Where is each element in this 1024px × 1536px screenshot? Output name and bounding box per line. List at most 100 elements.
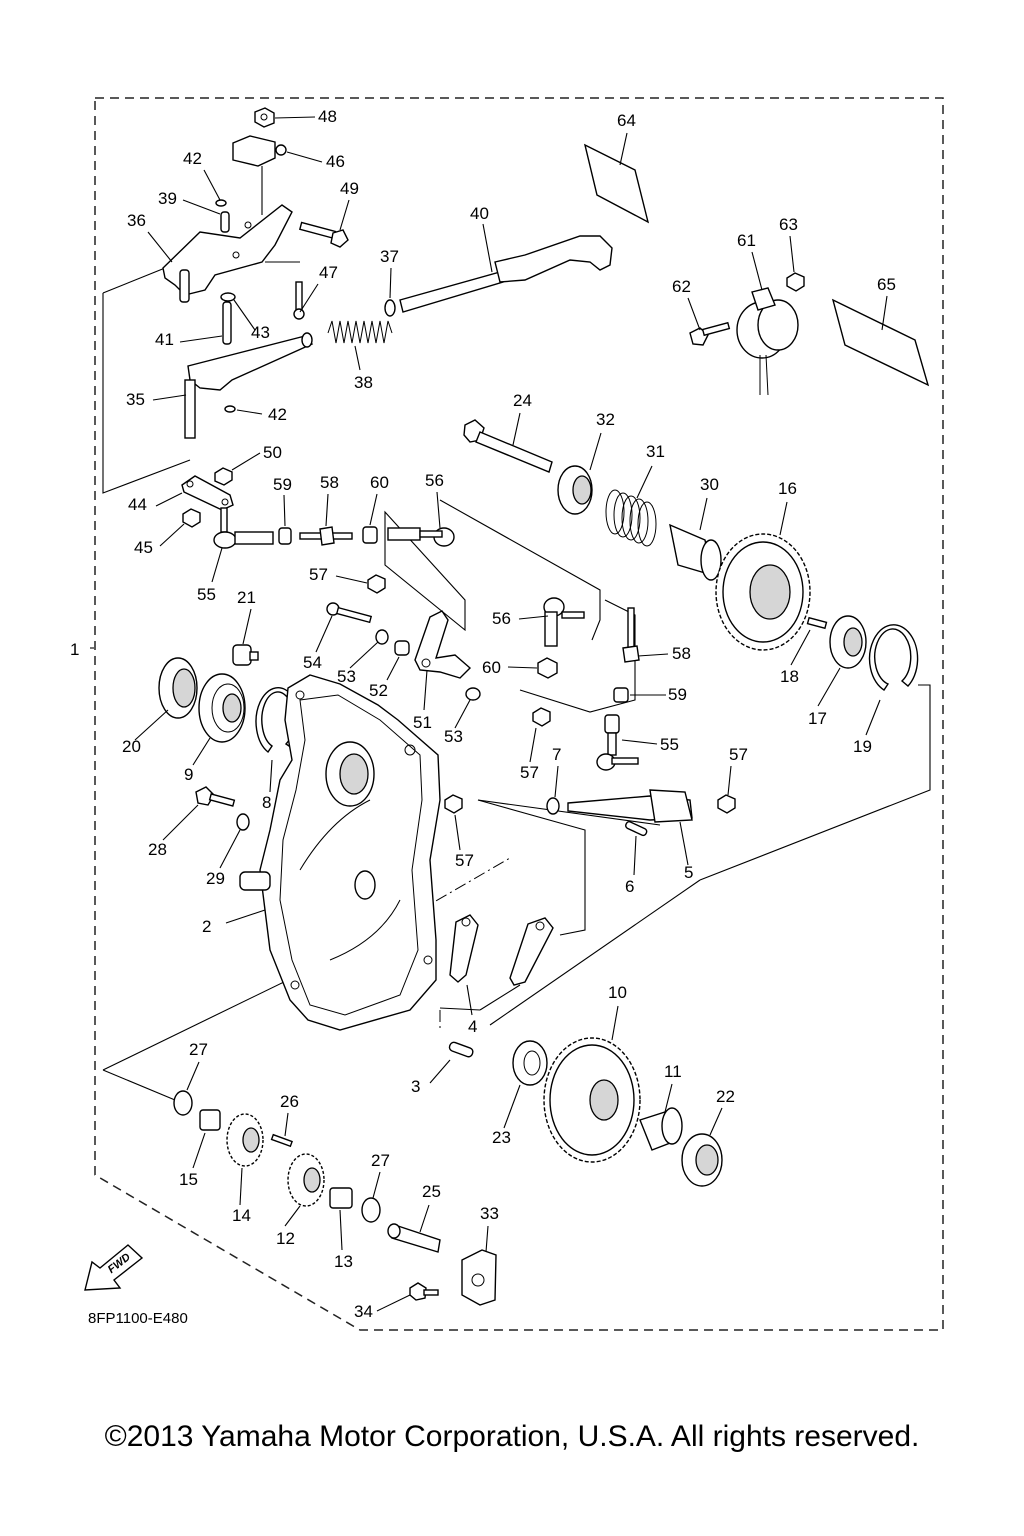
callout-leader-43 [233, 299, 256, 331]
callout-49: 49 [340, 179, 359, 198]
callout-leader-47 [299, 283, 319, 313]
label-65 [831, 298, 930, 387]
nut-60-upper [362, 526, 378, 544]
callout-47: 47 [319, 263, 338, 282]
callout-9: 9 [184, 765, 193, 784]
callout-5: 5 [684, 863, 693, 882]
circlip-19 [868, 624, 919, 691]
bearing-9 [198, 673, 246, 743]
callout-leader-6 [633, 835, 637, 876]
callout-50: 50 [263, 443, 282, 462]
callout-54: 54 [303, 653, 322, 672]
callout-33: 33 [480, 1204, 499, 1223]
washer-27-upper [173, 1090, 193, 1116]
callout-1: 1 [70, 640, 79, 659]
callout-11: 11 [664, 1062, 682, 1081]
nut-59-upper [278, 527, 292, 545]
callout-leader-21 [242, 608, 252, 645]
callout-leader-53a [349, 641, 379, 669]
bolt-54 [326, 602, 373, 624]
callout-58b: 58 [672, 644, 691, 663]
callout-leader-26 [284, 1112, 289, 1137]
callout-leader-17 [817, 667, 841, 707]
callout-leader-65 [881, 295, 888, 331]
callout-group: 1234567891011121314151617181920212223242… [70, 107, 896, 1321]
callout-leader-63 [789, 235, 795, 273]
rod-end-56-lower [543, 597, 585, 647]
clip-37 [384, 299, 396, 317]
callout-leader-61 [751, 251, 763, 291]
callout-12: 12 [276, 1229, 295, 1248]
washer-53-lower [465, 687, 481, 701]
pin-6 [625, 821, 648, 837]
rod-end-56-upper [387, 527, 455, 547]
sprocket-14 [226, 1113, 264, 1167]
callout-leader-3 [429, 1059, 451, 1084]
callout-59a: 59 [273, 475, 292, 494]
callout-15: 15 [179, 1170, 198, 1189]
callout-8: 8 [262, 793, 271, 812]
callout-25: 25 [422, 1182, 441, 1201]
callout-57b: 57 [520, 763, 539, 782]
callout-57d: 57 [455, 851, 474, 870]
callout-48: 48 [318, 107, 337, 126]
callout-51: 51 [413, 713, 432, 732]
callout-leader-38 [354, 345, 361, 371]
spring-31 [605, 489, 657, 547]
stud-58-lower [622, 607, 640, 663]
pin-3 [448, 1041, 474, 1058]
shaft-25 [387, 1223, 441, 1253]
callout-leader-56b [518, 615, 549, 620]
nut-57-upper [367, 574, 386, 594]
nut-63 [786, 272, 805, 292]
callout-leader-33 [485, 1225, 489, 1253]
nut-60-lower [537, 657, 558, 679]
callout-10: 10 [608, 983, 627, 1002]
callout-56b: 56 [492, 609, 511, 628]
nut-57-lower [444, 794, 463, 814]
bearing-13 [329, 1187, 353, 1209]
callout-leader-30 [699, 497, 708, 531]
callout-59b: 59 [668, 685, 687, 704]
callout-leader-8 [269, 759, 273, 793]
callout-leader-45 [159, 523, 185, 547]
bolt-24 [463, 419, 553, 473]
callout-21: 21 [237, 588, 256, 607]
fwd-arrow: FWD [84, 1244, 144, 1291]
callout-55b: 55 [660, 735, 679, 754]
callout-13: 13 [334, 1252, 353, 1271]
callout-leader-36 [147, 231, 173, 263]
callout-27a: 27 [189, 1040, 208, 1059]
callout-17: 17 [808, 709, 827, 728]
callout-64: 64 [617, 111, 636, 130]
callout-leader-18 [790, 629, 811, 666]
callout-leader-31 [636, 465, 653, 499]
callout-leader-60b [507, 666, 538, 669]
callout-leader-48 [274, 116, 316, 119]
callout-19: 19 [853, 737, 872, 756]
callout-leader-14 [239, 1167, 243, 1206]
callout-41: 41 [155, 330, 174, 349]
callout-leader-12 [284, 1205, 301, 1227]
chaincase-housing-2 [239, 674, 441, 1031]
callout-16: 16 [778, 479, 797, 498]
callout-45: 45 [134, 538, 153, 557]
callout-60b: 60 [482, 658, 501, 677]
callout-14: 14 [232, 1206, 251, 1225]
callout-leader-57c [727, 765, 732, 796]
callout-56a: 56 [425, 471, 444, 490]
callout-34: 34 [354, 1302, 373, 1321]
stud-58-upper [299, 526, 353, 546]
callout-40: 40 [470, 204, 489, 223]
callout-58a: 58 [320, 473, 339, 492]
callout-22: 22 [716, 1087, 735, 1106]
seal-22 [681, 1133, 723, 1187]
callout-39: 39 [158, 189, 177, 208]
bolt-34 [409, 1282, 439, 1301]
callout-leader-42a [203, 169, 221, 201]
washer-23 [512, 1040, 548, 1086]
diagram-code: 8FP1100-E480 [88, 1310, 188, 1327]
callout-57a: 57 [309, 565, 328, 584]
lock-nut-17 [829, 615, 867, 669]
bracket-46 [232, 135, 287, 215]
